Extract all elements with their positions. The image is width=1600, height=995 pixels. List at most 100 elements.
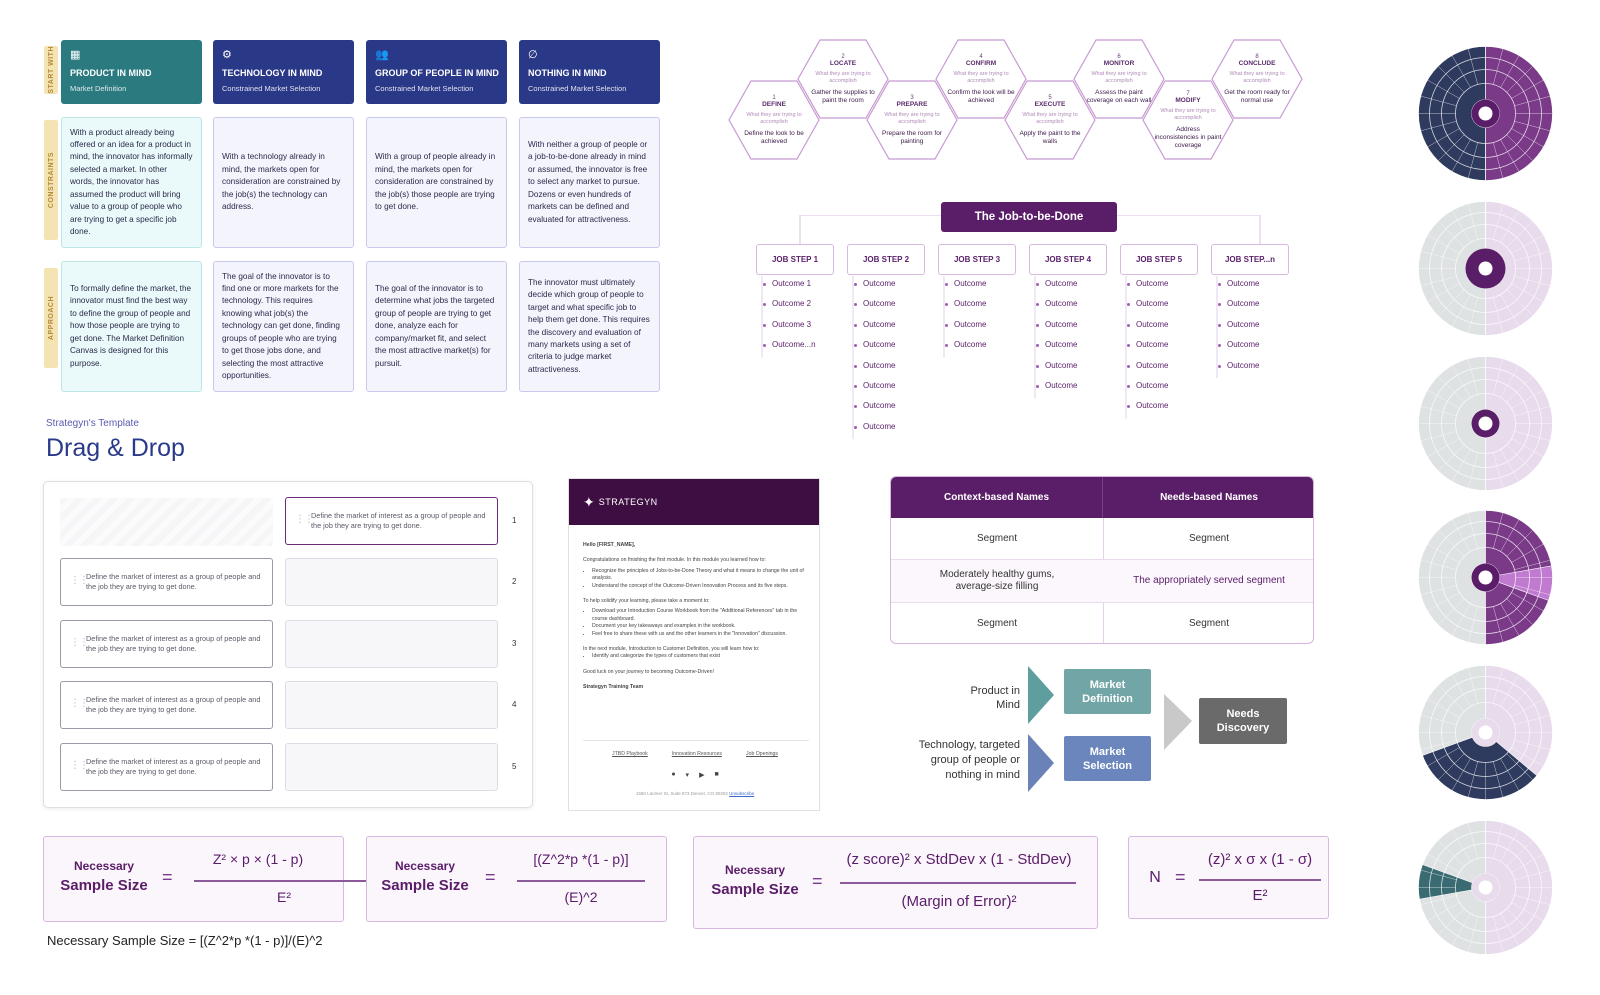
- email-greeting: Hello [FIRST_NAME],: [583, 542, 636, 548]
- email-mid: To help solidify your learning, please t…: [583, 598, 710, 605]
- wheel-divider: [1467, 142, 1478, 179]
- wheel-divider: [1467, 48, 1478, 85]
- email-bullet: Identify and categorize the types of cus…: [592, 653, 809, 660]
- wheel-divider: [1514, 431, 1551, 442]
- drag-item[interactable]: ⋮⋮Define the market of interest as a gro…: [60, 620, 273, 668]
- job-step-2: JOB STEP 2: [847, 244, 925, 275]
- job-step-1: JOB STEP 1: [756, 244, 834, 275]
- wheel-divider: [1427, 592, 1460, 612]
- wheel-ring: [1455, 238, 1516, 299]
- wheel-divider: [1467, 916, 1478, 953]
- wheel-divider: [1427, 283, 1460, 303]
- email-bullet: Feel free to share these with us and the…: [592, 631, 809, 638]
- wheel-divider: [1451, 449, 1471, 482]
- wheel-divider: [1420, 585, 1457, 596]
- email-brand: STRATEGYN: [598, 497, 658, 507]
- wheel-divider: [1511, 234, 1544, 254]
- approach-card-1: To formally define the market, the innov…: [61, 261, 202, 392]
- wheel-divider: [1451, 758, 1471, 791]
- wheel-divider: [1437, 684, 1465, 712]
- drag-item[interactable]: ⋮⋮Define the market of interest as a gro…: [60, 558, 273, 606]
- table-cell: Segment: [1188, 618, 1230, 629]
- sunburst-wheel-2: [1418, 201, 1553, 336]
- hex-question: What they are trying to accomplish: [1160, 107, 1216, 121]
- drag-item[interactable]: ⋮⋮Define the market of interest as a gro…: [60, 743, 273, 791]
- approach-card-4: The innovator must ultimately decide whi…: [519, 261, 660, 392]
- wheel-divider: [1437, 598, 1465, 626]
- linkedin-icon[interactable]: ■: [714, 771, 719, 778]
- drag-handle-icon[interactable]: ⋮⋮: [70, 698, 89, 709]
- empty-set-icon: ∅: [528, 49, 538, 61]
- wheel-divider: [1451, 55, 1471, 88]
- outcome-item: Outcome: [944, 319, 987, 329]
- drop-slot-empty[interactable]: [285, 620, 498, 668]
- wheel-divider: [1514, 714, 1551, 725]
- outcome-item: Outcome 3: [762, 319, 812, 329]
- column-title: GROUP OF PEOPLE IN MIND: [375, 68, 499, 78]
- wheel-divider: [1493, 203, 1504, 240]
- outcome-item: Outcome: [944, 340, 987, 350]
- wheel-divider: [1514, 869, 1551, 880]
- outcome-item: Outcome: [1035, 279, 1078, 288]
- outcome-item: Outcome: [1126, 279, 1169, 288]
- sunburst-wheel-1: [1418, 46, 1553, 181]
- jtbd-title: The Job-to-be-Done: [941, 202, 1117, 232]
- twitter-icon[interactable]: ▾: [685, 772, 690, 779]
- outcome-item: Outcome 1: [762, 279, 812, 288]
- email-link-jobs[interactable]: Job Openings: [745, 751, 778, 757]
- email-link-jtbd[interactable]: JTBD Playbook: [612, 751, 648, 757]
- wheel-center: [1478, 416, 1493, 431]
- drop-slot-empty[interactable]: [285, 681, 498, 729]
- wheel-ring: [1441, 379, 1530, 468]
- formula-text: Necessary Sample Size = [(Z^2*p *(1 - p)…: [47, 933, 323, 948]
- drag-handle-icon[interactable]: ⋮⋮: [70, 575, 89, 586]
- drag-item[interactable]: ⋮⋮Define the market of interest as a gro…: [60, 681, 273, 729]
- facebook-icon[interactable]: ●: [671, 771, 676, 778]
- drag-handle-icon[interactable]: ⋮⋮: [70, 637, 89, 648]
- outcome-item: Outcome: [1035, 299, 1078, 309]
- slot-number: 4: [512, 700, 517, 709]
- wheel-ring: [1441, 69, 1530, 158]
- wheel-divider: [1427, 902, 1460, 922]
- wheel-divider: [1493, 297, 1504, 334]
- wheel-divider: [1467, 606, 1478, 643]
- wheel-divider: [1514, 250, 1551, 261]
- wheel-divider: [1500, 294, 1520, 327]
- email-preview: ✦ STRATEGYN Hello [FIRST_NAME], Congratu…: [568, 478, 820, 811]
- drag-item-text: Define the market of interest as a group…: [86, 757, 261, 776]
- email-bullet: Document your key takeaways and examples…: [592, 623, 809, 630]
- hex-name: EXECUTE: [1034, 100, 1066, 108]
- sunburst-wheel-3: [1418, 356, 1553, 491]
- wheel-center: [1478, 106, 1493, 121]
- drop-slot-filled[interactable]: ⋮⋮Define the market of interest as a gro…: [285, 497, 498, 545]
- wheel-divider: [1500, 365, 1520, 398]
- job-step-6: JOB STEP...n: [1211, 244, 1289, 275]
- job-step-3: JOB STEP 3: [938, 244, 1016, 275]
- wheel-ring: [1429, 676, 1542, 789]
- drag-handle-icon[interactable]: ⋮⋮: [295, 514, 314, 525]
- hex-question: What they are trying to accomplish: [1229, 70, 1285, 84]
- outcome-item: Outcome: [1035, 319, 1078, 329]
- wheel-center: [1478, 570, 1493, 585]
- youtube-icon[interactable]: ▶: [699, 772, 705, 779]
- formula-card-2: Necessary Sample Size = [(Z^2*p *(1 - p)…: [366, 836, 667, 922]
- hex-number: 6: [1117, 53, 1121, 60]
- email-link-innovation[interactable]: Innovation Resources: [671, 751, 722, 757]
- flow-label-technology: Technology, targeted group of people or …: [918, 739, 1020, 781]
- drop-slot-empty[interactable]: [285, 743, 498, 791]
- wheel-divider: [1467, 297, 1478, 334]
- wheel-divider: [1514, 276, 1551, 287]
- drop-slot-empty[interactable]: [285, 558, 498, 606]
- outcome-item: Outcome: [853, 421, 896, 431]
- wheel-divider: [1514, 405, 1551, 416]
- outcome-item: Outcome: [1126, 360, 1169, 370]
- drag-handle-icon[interactable]: ⋮⋮: [70, 760, 89, 771]
- wheel-ring: [1441, 224, 1530, 313]
- constraint-card-4: With neither a group of people or a job-…: [519, 117, 660, 248]
- wheel-divider: [1506, 375, 1534, 403]
- wheel-divider: [1493, 822, 1504, 859]
- email-unsubscribe[interactable]: Unsubscribe: [729, 791, 755, 796]
